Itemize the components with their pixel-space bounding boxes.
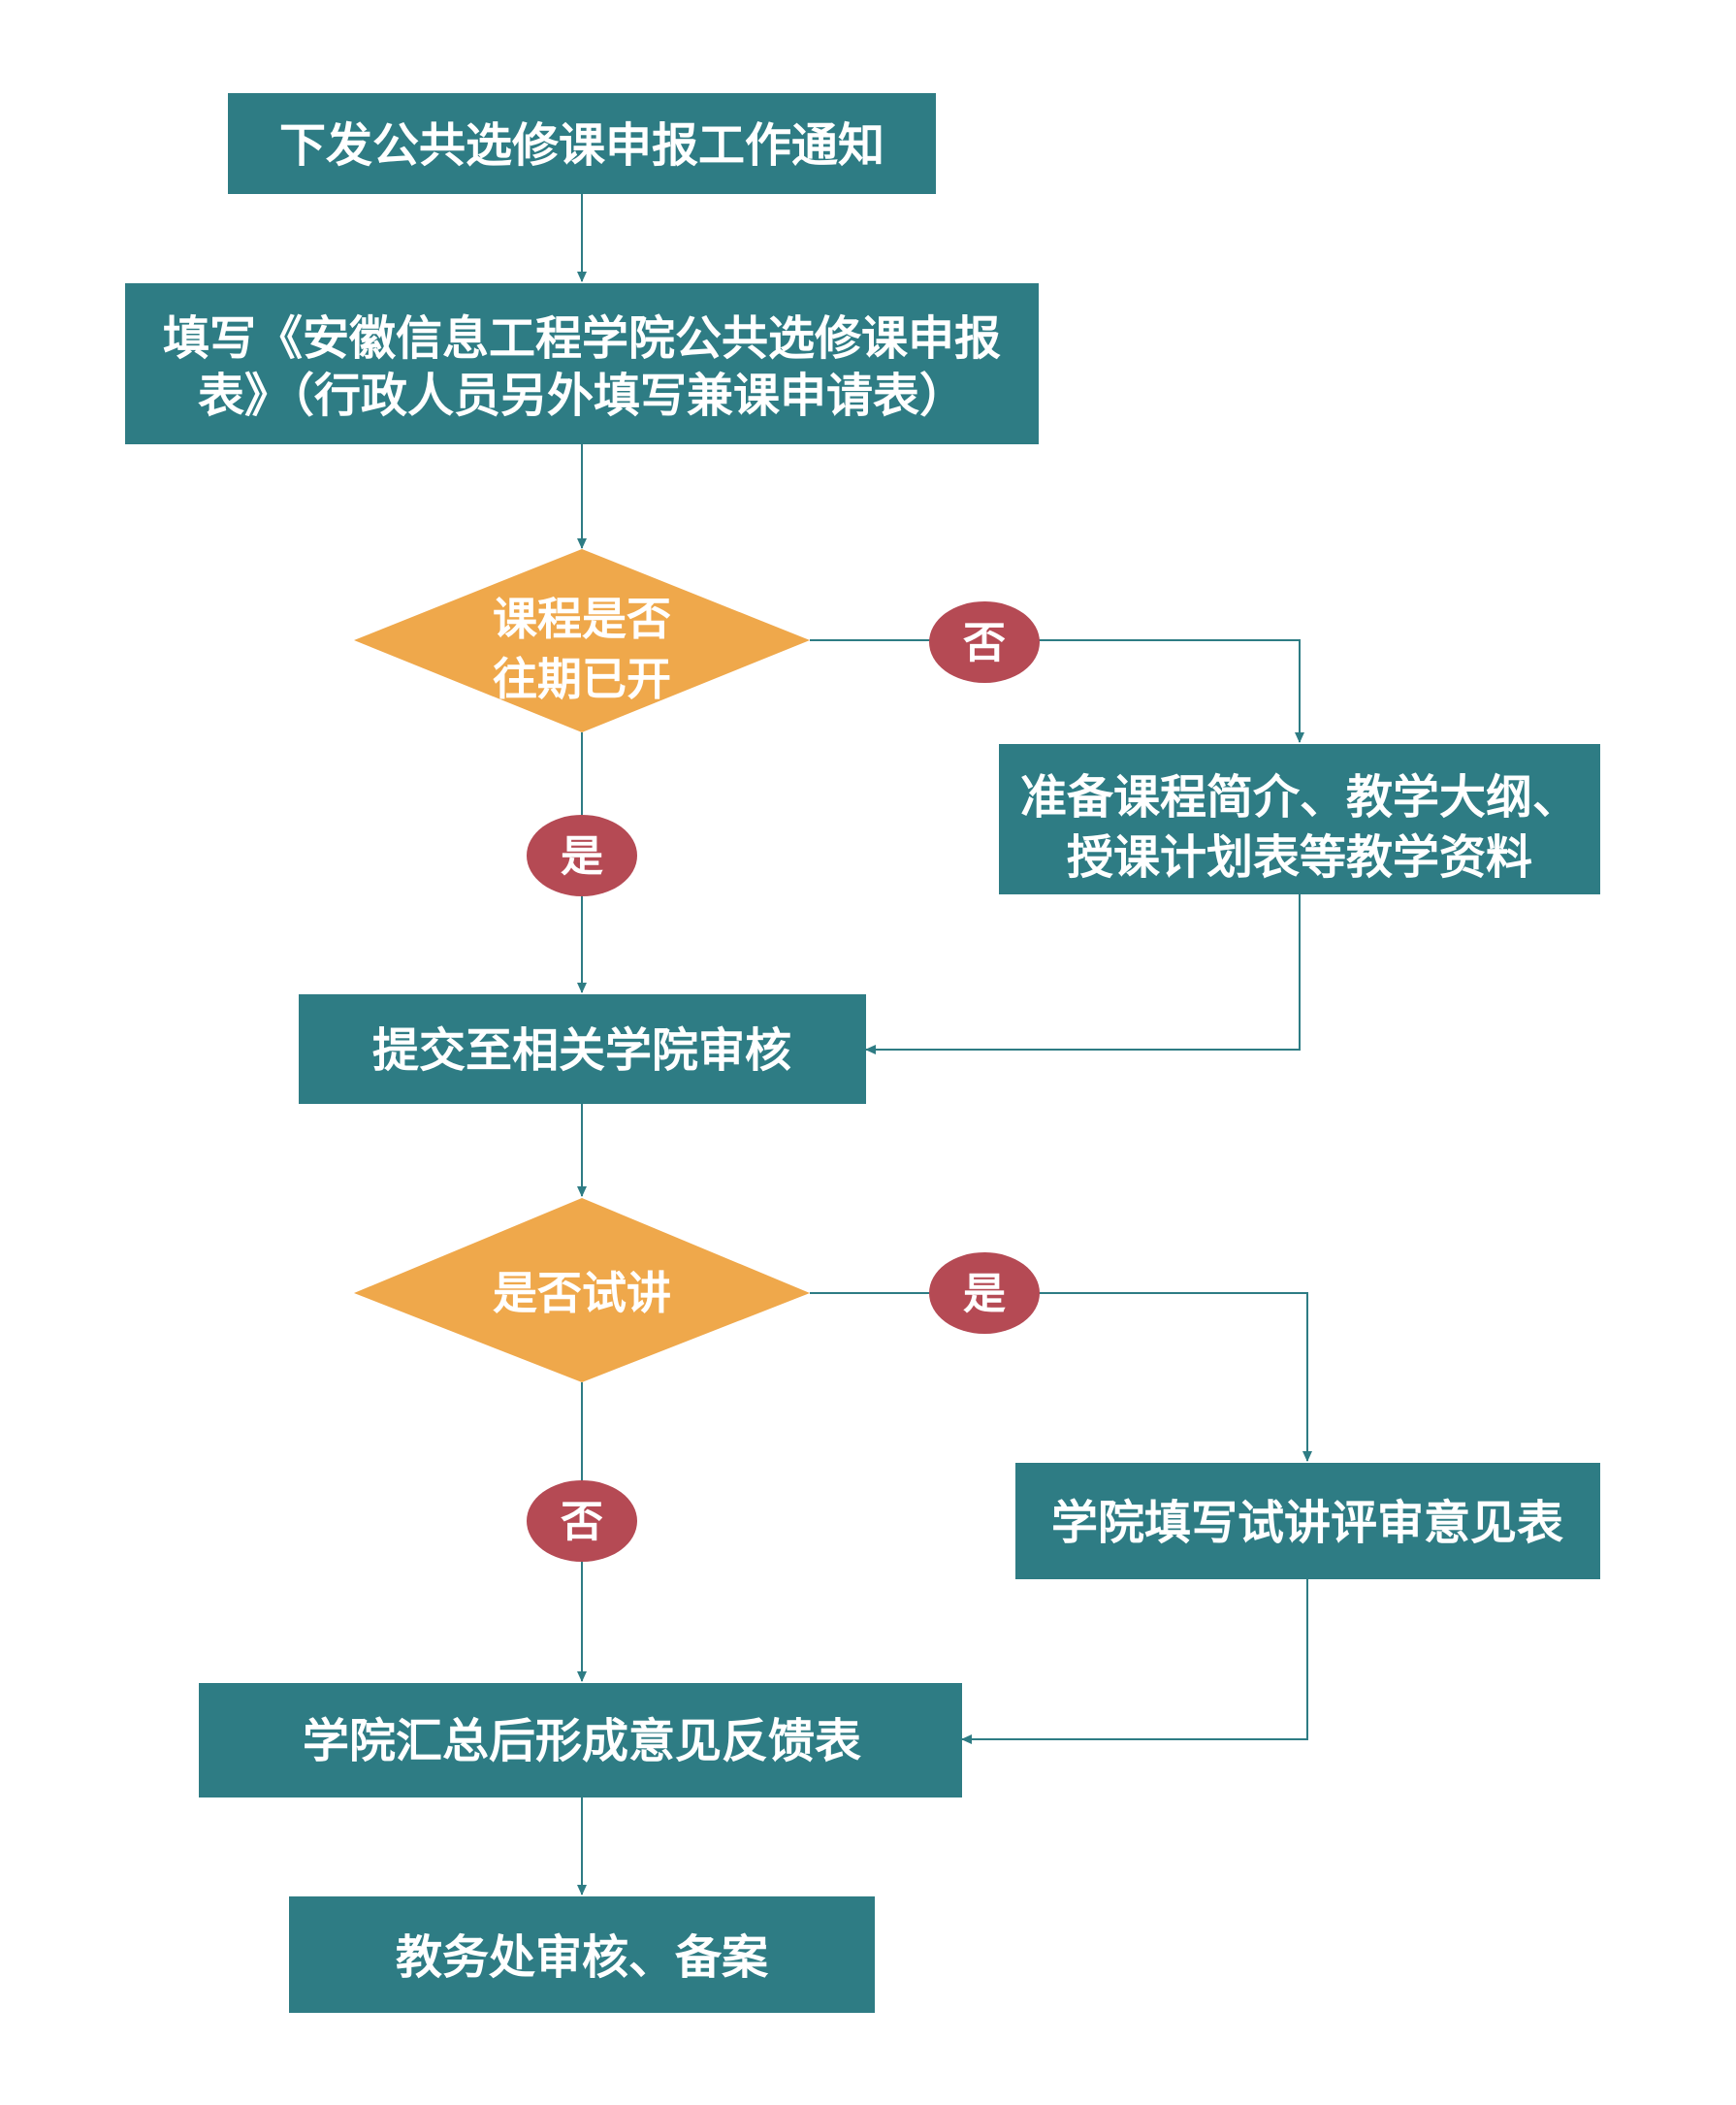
decision-trial-lecture-label: 是否试讲 — [493, 1267, 671, 1319]
step-final-review: 教务处审核、备案 — [289, 1896, 875, 2013]
arrow-decision2-yes-to-trial — [810, 1292, 1312, 1462]
step-trial-form: 学院填写试讲评审意见表 — [1015, 1463, 1600, 1579]
step-prepare-materials: 准备课程简介、教学大纲、 授课计划表等教学资料 — [999, 744, 1600, 894]
badge-no-offered-before: 否 — [929, 601, 1040, 683]
step-submit-review: 提交至相关学院审核 — [299, 994, 866, 1104]
arrow-decision1-no-to-prepare — [810, 639, 1304, 743]
step-submit-review-label: 提交至相关学院审核 — [372, 1023, 791, 1078]
badge-yes-trial-lecture: 是 — [929, 1252, 1040, 1334]
step-fill-form: 填写《安徽信息工程学院公共选修课申报 表》（行政人员另外填写兼课申请表） — [125, 283, 1039, 444]
badge-yes-offered-before: 是 — [527, 815, 637, 896]
step-prepare-materials-label-line2: 授课计划表等教学资料 — [1067, 830, 1532, 885]
badge-no-trial-lecture-label: 否 — [561, 1498, 603, 1547]
badge-yes-offered-before-label: 是 — [561, 832, 603, 882]
badge-yes-trial-lecture-label: 是 — [963, 1270, 1006, 1319]
decision-trial-lecture: 是否试讲 — [354, 1198, 810, 1382]
decision-offered-before-label-line2: 往期已开 — [493, 653, 671, 705]
arrow-prepare-to-submit — [865, 894, 1301, 1054]
decision-offered-before: 课程是否 往期已开 — [354, 549, 810, 732]
arrow-trial-to-feedback — [961, 1579, 1308, 1744]
badge-no-trial-lecture: 否 — [527, 1480, 637, 1562]
step-notice-label: 下发公共选修课申报工作通知 — [279, 118, 884, 173]
step-fill-form-label-line1: 填写《安徽信息工程学院公共选修课申报 — [163, 311, 1001, 366]
step-trial-form-label: 学院填写试讲评审意见表 — [1051, 1496, 1563, 1550]
step-final-review-label: 教务处审核、备案 — [396, 1930, 769, 1985]
step-prepare-materials-label-line1: 准备课程简介、教学大纲、 — [1020, 770, 1579, 825]
step-fill-form-label-line2: 表》（行政人员另外填写兼课申请表） — [198, 369, 966, 423]
step-feedback-form: 学院汇总后形成意见反馈表 — [199, 1683, 962, 1797]
step-notice: 下发公共选修课申报工作通知 — [228, 93, 936, 194]
step-feedback-form-label: 学院汇总后形成意见反馈表 — [303, 1714, 861, 1768]
decision-offered-before-label-line1: 课程是否 — [493, 593, 671, 645]
badge-no-offered-before-label: 否 — [963, 619, 1006, 668]
